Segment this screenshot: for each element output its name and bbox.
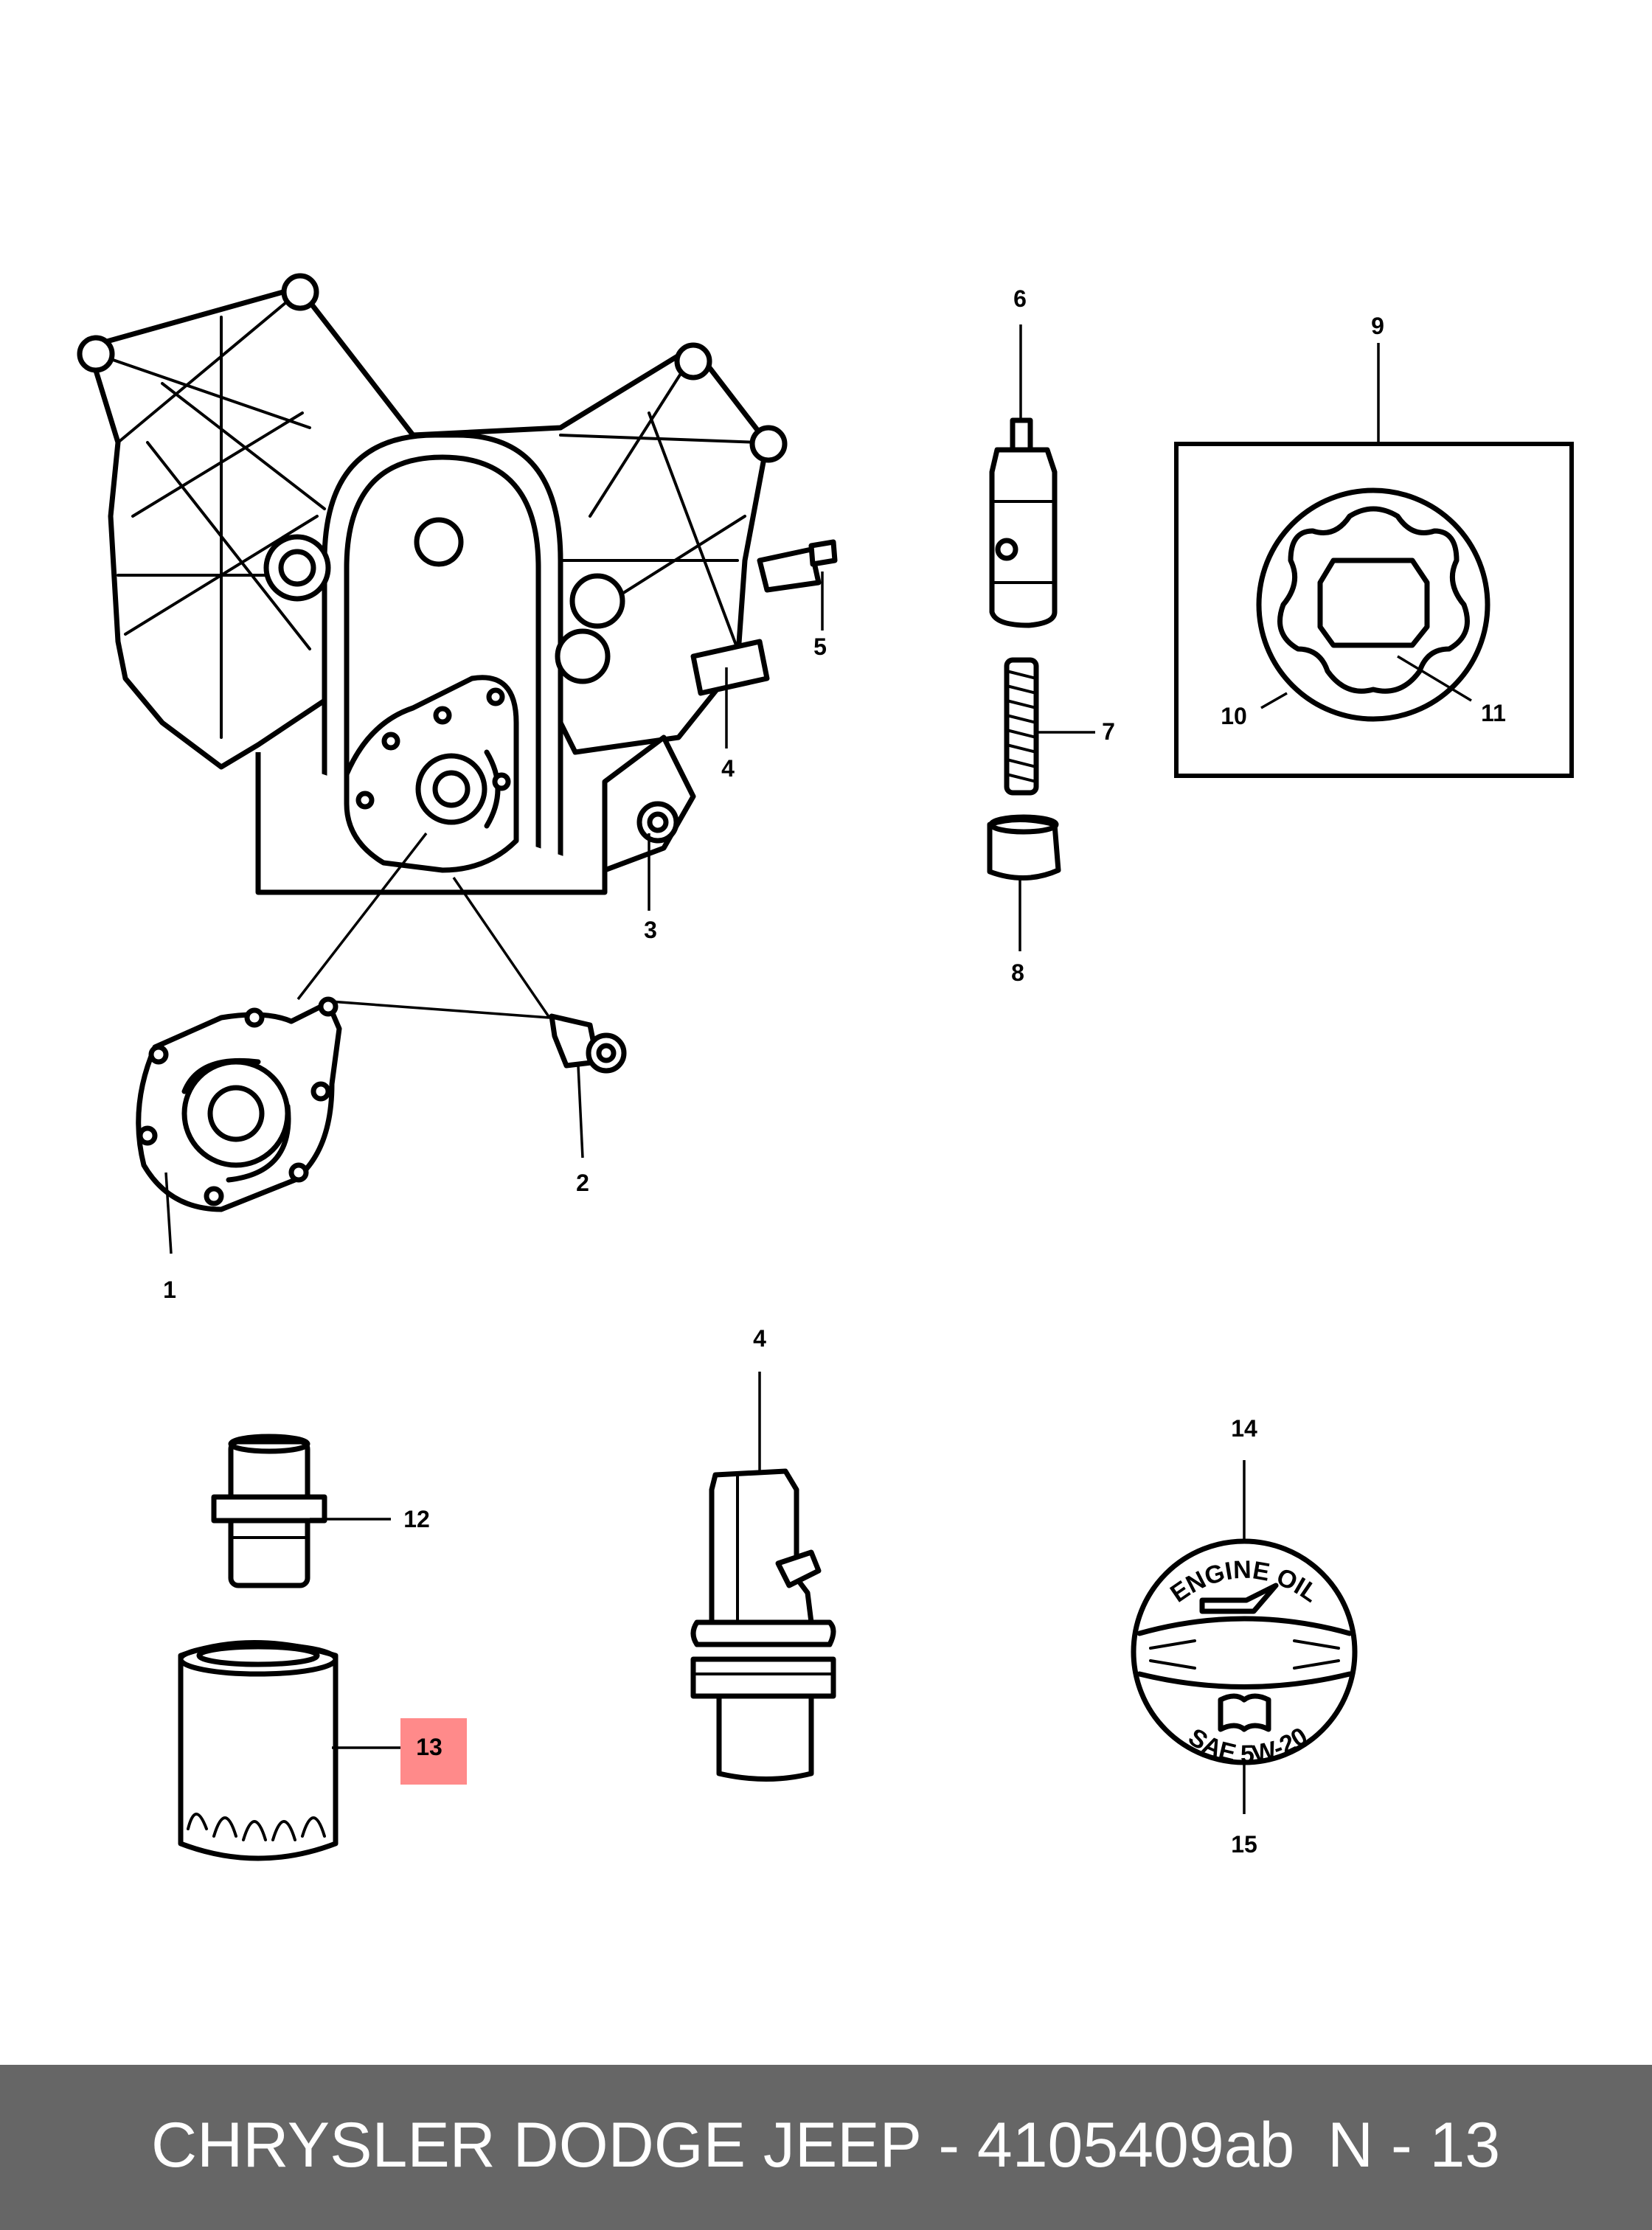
callout-10[interactable]: 10 [1221,703,1247,729]
callout-8[interactable]: 8 [1011,959,1024,986]
callout-5[interactable]: 5 [813,633,827,660]
callout-7[interactable]: 7 [1102,718,1115,745]
oil-pump-cover-plate [136,996,342,1254]
oil-filter-adapter [211,1434,391,1588]
callout-4-lower[interactable]: 4 [753,1325,766,1352]
engine-front-cover-illustration [77,273,838,895]
spring [1004,657,1095,796]
callout-3[interactable]: 3 [644,917,657,943]
callout-6[interactable]: 6 [1013,285,1027,312]
bolt [549,1013,627,1159]
callout-12[interactable]: 12 [403,1506,430,1532]
oil-pump-rotor-set [1174,343,1574,778]
oil-pressure-sensor [690,1372,836,1782]
callout-15[interactable]: 15 [1231,1831,1257,1858]
callout-11[interactable]: 11 [1481,700,1506,726]
callout-14[interactable]: 14 [1231,1415,1257,1442]
callout-labels: 1 2 3 4 5 6 7 8 9 10 11 4 12 13 14 15 [163,285,1506,1858]
callout-9[interactable]: 9 [1371,313,1384,339]
callout-1[interactable]: 1 [163,1276,176,1303]
callout-13[interactable]: 13 [416,1734,442,1760]
callout-13-highlight [400,1718,467,1785]
callout-2[interactable]: 2 [576,1170,589,1196]
footer-page-number: N - 13 [1328,2110,1501,2181]
engine-leader-lines [296,572,824,1019]
oil-fill-cap: ENGINE OIL SAE 5W-20 [1131,1460,1358,1814]
oil-filter [178,1640,402,1861]
relief-valve-assembly [987,324,1095,951]
footer-bar: CHRYSLER DODGE JEEP - 4105409ab N - 13 [0,2065,1652,2230]
footer-title: CHRYSLER DODGE JEEP - 4105409ab [151,2110,1295,2181]
parts-diagram: ENGINE OIL SAE 5W-20 1 2 3 4 5 6 7 8 9 1… [77,273,1574,1861]
callout-4-upper[interactable]: 4 [721,755,735,782]
